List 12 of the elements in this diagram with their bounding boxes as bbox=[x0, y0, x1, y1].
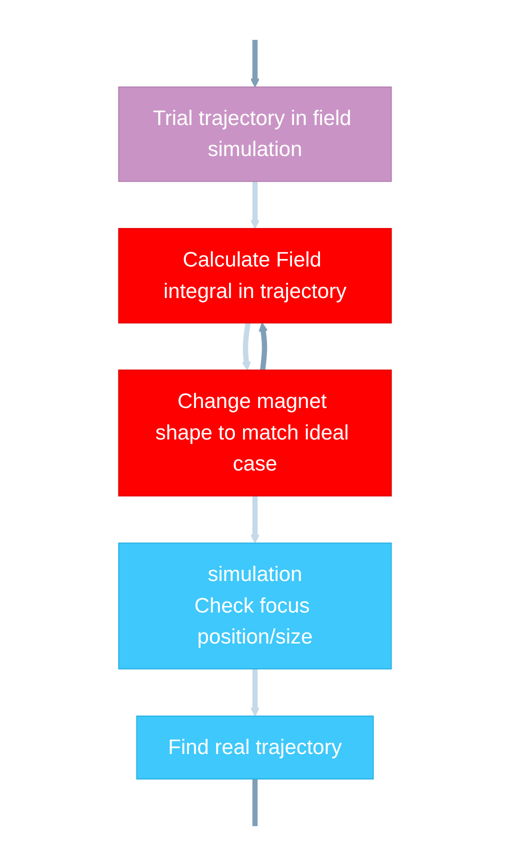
arrow bbox=[250, 496, 260, 544]
arrow bbox=[242, 322, 251, 371]
arrow bbox=[250, 181, 260, 229]
arrow bbox=[250, 40, 260, 88]
arrow bbox=[258, 322, 268, 370]
node-box: Calculate Field integral in trajectory bbox=[118, 228, 392, 324]
node-box: simulation Check focus position/size bbox=[118, 542, 392, 670]
node-box: Change magnet shape to match ideal case bbox=[118, 370, 392, 496]
connector bbox=[252, 778, 258, 826]
arrow bbox=[250, 668, 260, 716]
node-box: Find real trajectory bbox=[136, 716, 374, 780]
node-box: Trial trajectory in field simulation bbox=[118, 86, 392, 182]
